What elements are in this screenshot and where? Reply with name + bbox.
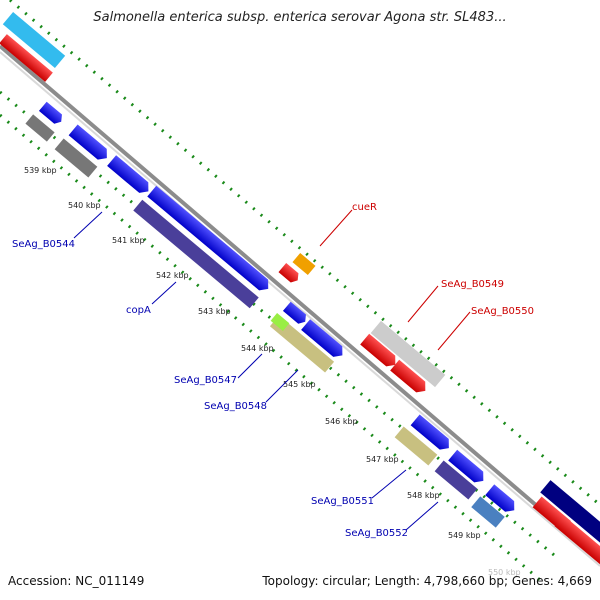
label-SeAg_B0552: SeAg_B0552	[345, 528, 408, 539]
backbone	[0, 44, 600, 567]
tick-548: 548 kbp	[407, 491, 440, 500]
label-SeAg_B0548: SeAg_B0548	[204, 401, 267, 412]
gene-blue-7[interactable]	[448, 449, 488, 486]
gene-blue-1[interactable]	[38, 101, 65, 127]
gene-green-small[interactable]	[270, 313, 290, 331]
accession-text: Accession: NC_011149	[8, 574, 145, 588]
label-cueR: cueR	[352, 202, 377, 213]
gene-steel-B0552[interactable]	[471, 496, 505, 528]
dotted-tracks	[0, 0, 600, 582]
gene-labels: SeAg_B0544 copA SeAg_B0547 SeAg_B0548 cu…	[12, 202, 534, 539]
gene-red-B0550a[interactable]	[360, 333, 400, 370]
gene-red-small[interactable]	[278, 262, 301, 285]
genome-summary-text: Topology: circular; Length: 4,798,660 bp…	[262, 574, 592, 588]
tick-549: 549 kbp	[448, 531, 481, 540]
tick-543: 543 kbp	[198, 307, 231, 316]
tick-539: 539 kbp	[24, 166, 57, 175]
gene-blue-5[interactable]	[301, 319, 347, 361]
map-title: Salmonella enterica subsp. enterica sero…	[93, 10, 507, 25]
gene-red-top[interactable]	[0, 34, 53, 82]
gene-copA-purple[interactable]	[133, 199, 259, 309]
label-SeAg_B0551: SeAg_B0551	[311, 496, 374, 507]
gene-blue-6[interactable]	[410, 414, 454, 453]
tick-545: 545 kbp	[283, 380, 316, 389]
tick-547: 547 kbp	[366, 455, 399, 464]
gene-blue-8[interactable]	[485, 484, 519, 515]
tick-540: 540 kbp	[68, 201, 101, 210]
gene-purple-B0551[interactable]	[434, 460, 478, 500]
gene-navy-right[interactable]	[540, 480, 600, 544]
label-connectors	[73, 209, 471, 531]
tick-546: 546 kbp	[325, 417, 358, 426]
gene-blue-3[interactable]	[107, 155, 153, 197]
gene-lightgray-B0549[interactable]	[370, 320, 446, 388]
gene-blue-4[interactable]	[282, 301, 309, 327]
gene-gray-1[interactable]	[25, 114, 55, 142]
gene-olive-2[interactable]	[394, 426, 438, 466]
tick-541: 541 kbp	[112, 236, 145, 245]
gene-blue-2[interactable]	[68, 124, 112, 163]
label-SeAg_B0550: SeAg_B0550	[471, 306, 534, 317]
gene-red-B0550b[interactable]	[390, 359, 430, 396]
tick-542: 542 kbp	[156, 271, 189, 280]
gene-olive-1[interactable]	[269, 315, 335, 373]
label-copA: copA	[126, 305, 151, 316]
gene-red-right-b[interactable]	[554, 515, 600, 565]
tick-labels: 539 kbp 540 kbp 541 kbp 542 kbp 543 kbp …	[24, 166, 521, 577]
tick-544: 544 kbp	[241, 344, 274, 353]
tick-550: 550 kbp	[488, 568, 521, 577]
label-SeAg_B0544: SeAg_B0544	[12, 239, 75, 250]
gene-gray-2[interactable]	[54, 138, 98, 178]
label-SeAg_B0547: SeAg_B0547	[174, 375, 237, 386]
gene-cueR[interactable]	[292, 252, 316, 276]
gene-blue-long[interactable]	[147, 185, 272, 294]
label-SeAg_B0549: SeAg_B0549	[441, 279, 504, 290]
gene-cyan[interactable]	[2, 12, 66, 68]
